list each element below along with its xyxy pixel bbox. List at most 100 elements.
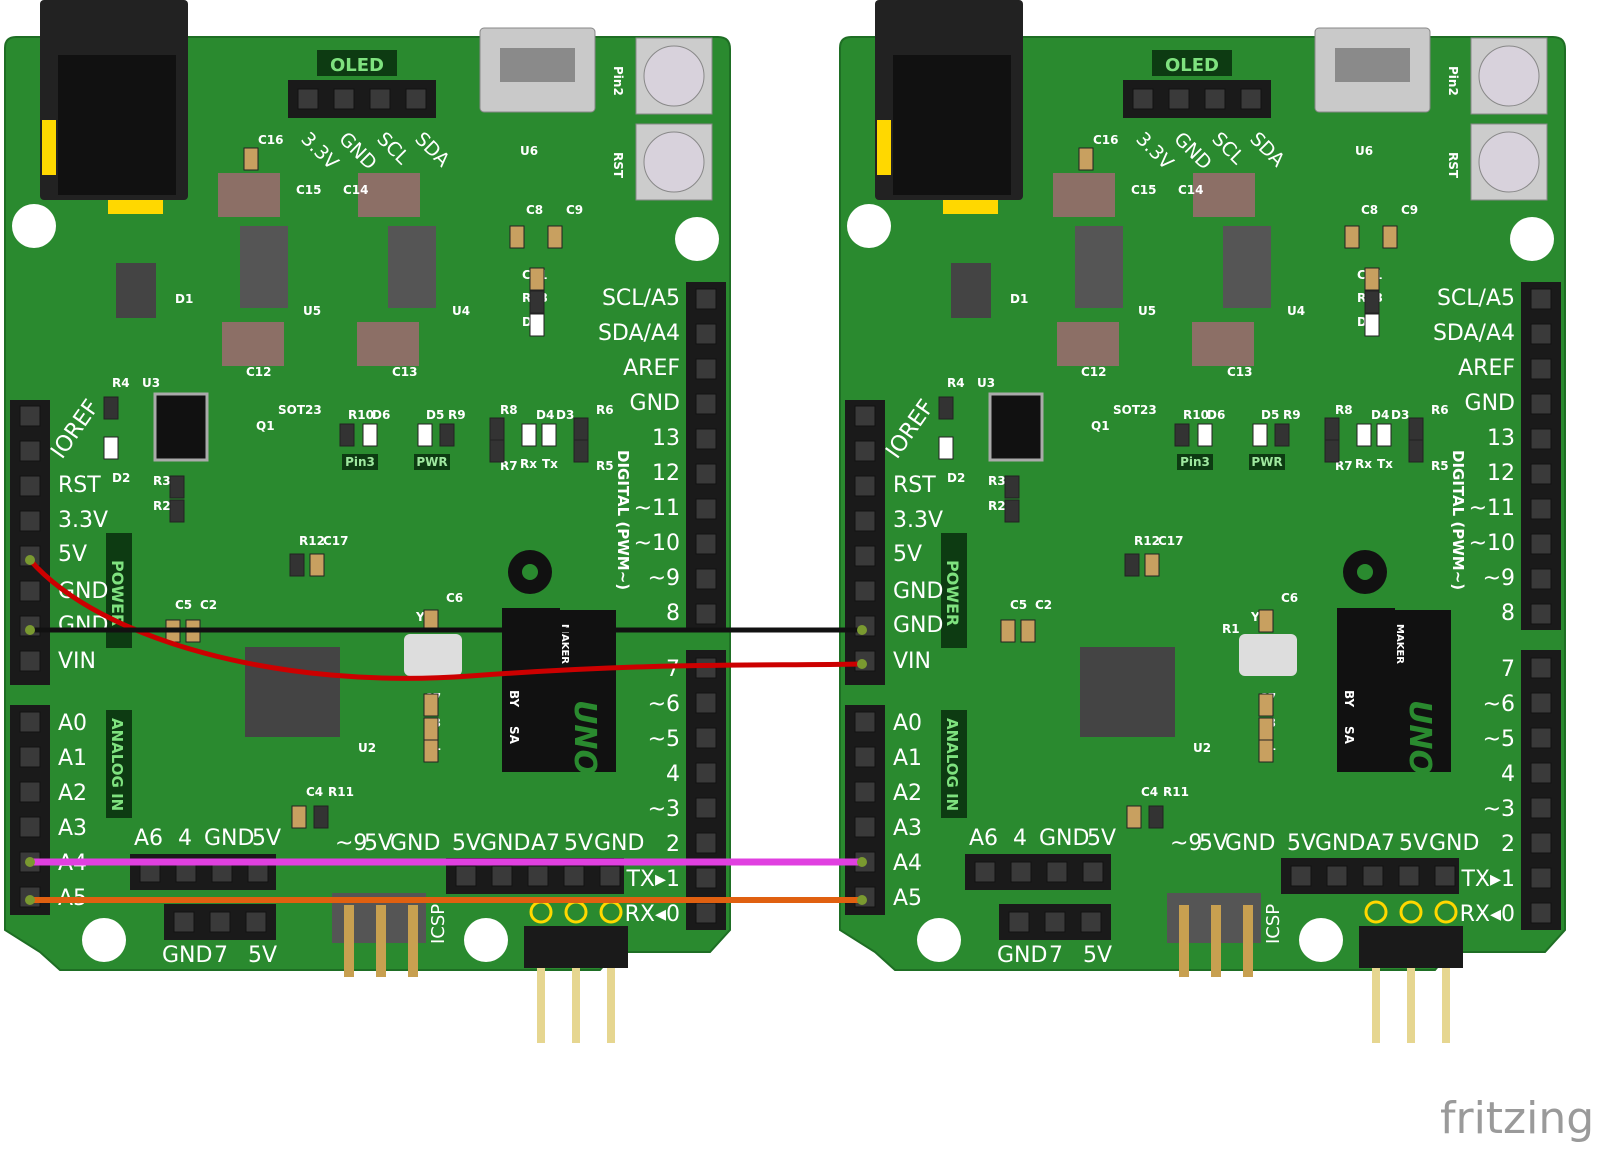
mounting-hole: [1510, 217, 1554, 261]
bottom-header-pin: [1046, 861, 1068, 883]
component-label: D3: [1391, 408, 1409, 422]
digital-pin-label: 4: [666, 762, 680, 787]
digital-header-pin: [695, 463, 717, 485]
bottom-header-pin: [563, 865, 585, 887]
diode-d1: [951, 263, 991, 318]
digital-header-pin: [1530, 797, 1552, 819]
component-label: D1: [1010, 292, 1028, 306]
digital-header-pin: [695, 727, 717, 749]
smd-part: [1408, 439, 1424, 463]
digital-pin-label: SCL/A5: [1437, 286, 1515, 311]
mounting-hole: [464, 918, 508, 962]
bottom-header-pin: [1362, 865, 1384, 887]
smd-part: [103, 436, 119, 460]
power-header-pin: [19, 440, 41, 462]
regulator-u5: [240, 226, 288, 308]
gear-icon-hole: [1357, 564, 1373, 580]
smd-part: [521, 423, 537, 447]
capacitor-c15: [1053, 173, 1115, 217]
smd-part: [1408, 417, 1424, 441]
chip-u3: [988, 392, 1044, 462]
digital-header-pin: [695, 533, 717, 555]
component-label: C15: [296, 183, 322, 197]
bottom-row1-label: 4: [178, 826, 192, 851]
component-label: U6: [520, 144, 538, 158]
button-pin2-label: Pin2: [611, 66, 625, 96]
mounting-hole: [675, 217, 719, 261]
smd-part: [417, 423, 433, 447]
component-label: C6: [1281, 591, 1298, 605]
regulator-u5: [1075, 226, 1123, 308]
power-label: POWER: [108, 560, 127, 626]
capacitor-c13: [357, 322, 419, 366]
bottom-row2-label: GND: [1225, 831, 1275, 856]
diode-d1: [116, 263, 156, 318]
digital-header-pin: [695, 323, 717, 345]
dc-jack-pad: [943, 200, 998, 214]
oled-pin: [1132, 88, 1154, 110]
analog-header-pin: [19, 711, 41, 733]
power-header-pin: [19, 475, 41, 497]
digital-pin-label: RX◂0: [625, 902, 680, 927]
bottom-row1-label: 5V: [252, 826, 281, 851]
dc-jack-pad: [42, 120, 56, 175]
usb-port: [500, 48, 575, 82]
analog-header-pin: [854, 746, 876, 768]
oled-label: OLED: [1165, 55, 1219, 76]
bottom-header-pin: [1290, 865, 1312, 887]
analog-header-pin: [19, 746, 41, 768]
indicator-pin3-bg: [1177, 454, 1213, 470]
bottom-row3-label: GND: [1429, 831, 1479, 856]
indicator-pwr-label: PWR: [1251, 455, 1282, 469]
uno-logo-text: UNO: [1402, 700, 1437, 775]
power-pin-label: 3.3V: [893, 508, 943, 533]
analog-header-pin: [854, 711, 876, 733]
component-label: D5: [1261, 408, 1279, 422]
digital-pin-label: 12: [1487, 461, 1515, 486]
button-pin2-cap: [643, 45, 705, 107]
component-label: D2: [947, 471, 965, 485]
component-label: R11: [1163, 785, 1189, 799]
bottom-row3-label: A7: [1366, 831, 1395, 856]
smd-part: [1000, 619, 1016, 643]
smd-part: [489, 417, 505, 441]
digital-header-pin: [1530, 603, 1552, 625]
analog-header-pin: [854, 781, 876, 803]
chip-u3: [153, 392, 209, 462]
analog-label-bg: [106, 710, 132, 818]
power-header-pin: [854, 440, 876, 462]
digital-header-pin: [695, 568, 717, 590]
bottom-header-pin: [455, 865, 477, 887]
digital-pin-label: ~3: [1483, 797, 1515, 822]
dc-jack-pad: [108, 200, 163, 214]
analog-pin-label: A1: [893, 746, 922, 771]
smd-part: [423, 739, 439, 763]
smd-part: [423, 693, 439, 717]
digital-header-pin: [695, 393, 717, 415]
indicator-pin3-label: Pin3: [345, 455, 375, 469]
smd-part: [169, 475, 185, 499]
power-header-pin: [19, 405, 41, 427]
digital-pin-label: SCL/A5: [602, 286, 680, 311]
analog-label-bg: [941, 710, 967, 818]
digital-pin-label: 7: [1501, 657, 1515, 682]
component-label: C16: [258, 133, 284, 147]
component-label: R2: [153, 499, 171, 513]
bottom-header-pin: [1010, 861, 1032, 883]
component-label: Q1: [1091, 419, 1110, 433]
smd-part: [243, 147, 259, 171]
crystal-y1: [1239, 634, 1297, 676]
component-label: U3: [977, 376, 995, 390]
wire-end: [25, 625, 35, 635]
digital-header-pin: [1530, 727, 1552, 749]
bottom-row3-label: 5V: [452, 831, 481, 856]
digital-header-pin: [1530, 832, 1552, 854]
icsp-pin: [376, 905, 386, 977]
bottom-row3-label: 5V: [564, 831, 593, 856]
capacitor-c12: [1057, 322, 1119, 366]
digital-header-pin: [1530, 323, 1552, 345]
wire-end: [857, 857, 867, 867]
digital-header-pin: [1530, 692, 1552, 714]
serial-header: [1359, 926, 1463, 968]
digital-pin-label: 8: [1501, 601, 1515, 626]
